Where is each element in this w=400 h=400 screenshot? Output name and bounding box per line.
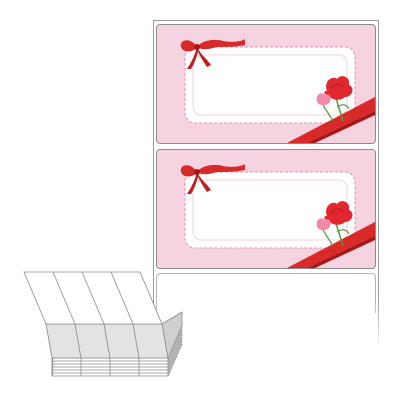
carnation-icon (316, 201, 353, 247)
diagonal-ribbon-shadow (307, 111, 375, 143)
label-write-area (184, 171, 356, 249)
liner-top-edge (153, 20, 379, 21)
diagonal-ribbon (287, 222, 375, 268)
next-label-slot (156, 273, 376, 313)
ribbon-bow-icon (180, 164, 245, 194)
fanfold-stack-icon (18, 262, 188, 390)
diagonal-ribbon (287, 97, 375, 143)
ribbon-bow-icon (180, 39, 245, 69)
stack-side (161, 311, 183, 360)
label-artwork-1 (157, 25, 375, 143)
label-write-area (184, 46, 356, 124)
label-artwork-2 (157, 150, 375, 268)
stack-front-face (51, 358, 169, 376)
strip-fade-out (150, 300, 384, 350)
diagonal-ribbon-shadow (307, 236, 375, 268)
carnation-icon (316, 76, 353, 122)
label-liner-strip (153, 21, 379, 341)
label-sheet-2 (156, 149, 376, 269)
label-sheet-1 (156, 24, 376, 144)
